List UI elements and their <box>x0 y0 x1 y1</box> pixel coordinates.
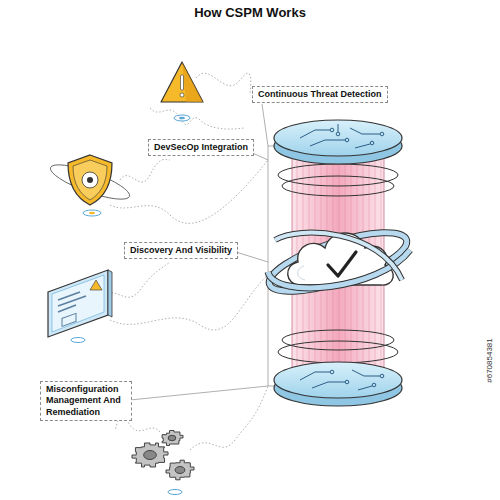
illustration-part <box>278 164 398 186</box>
illustration-part <box>282 176 394 196</box>
illustration-part <box>190 386 268 450</box>
illustration-part <box>83 210 101 216</box>
illustration-part <box>312 382 345 388</box>
illustration-part <box>179 117 185 119</box>
illustration-part <box>300 372 330 380</box>
illustration-part <box>130 386 268 400</box>
illustration-part <box>268 250 410 288</box>
label-box: Discovery And Visibility <box>124 242 238 259</box>
label-box: Misconfiguration Management And Remediat… <box>40 381 132 421</box>
illustration-part <box>274 120 402 156</box>
illustration-part <box>370 141 374 145</box>
illustration-part <box>175 467 185 474</box>
illustration-part <box>196 73 251 93</box>
illustration-part <box>275 233 402 280</box>
illustration-part <box>263 221 412 304</box>
label-text: Discovery And Visibility <box>130 245 232 256</box>
illustration-part <box>68 155 112 205</box>
illustration-part <box>110 160 268 223</box>
diagram-title: How CSPM Works <box>0 5 500 20</box>
illustration-part <box>174 115 190 121</box>
illustration-part <box>132 430 194 479</box>
illustration-part <box>132 443 168 467</box>
label-text: Continuous Threat Detection <box>258 89 382 100</box>
illustration-part <box>275 233 402 280</box>
illustration-part <box>47 158 133 206</box>
illustration-part <box>182 62 203 102</box>
illustration-part <box>82 172 98 188</box>
illustration-part <box>162 430 183 445</box>
illustration-part <box>268 250 410 288</box>
illustration-part <box>345 138 349 142</box>
label-box: Continuous Threat Detection <box>252 86 388 103</box>
illustration-part <box>300 130 330 138</box>
illustration-part <box>58 305 76 312</box>
illustration-part <box>263 221 412 304</box>
illustration-part <box>130 104 282 400</box>
illustration-part <box>236 252 268 262</box>
illustration-part <box>180 93 184 97</box>
illustration-part <box>380 132 384 136</box>
label-box: DevSecOp Integration <box>148 139 254 156</box>
illustration-part <box>330 370 334 374</box>
illustration-part <box>110 275 268 330</box>
illustration-part <box>330 128 334 132</box>
illustration-part <box>345 380 349 384</box>
illustration-part <box>90 280 102 290</box>
illustration-part <box>58 292 86 312</box>
illustration-part <box>300 370 384 390</box>
label-text: Misconfiguration Management And Remediat… <box>46 384 126 418</box>
illustration-part <box>181 75 184 90</box>
illustration-part <box>87 177 93 183</box>
illustration-part <box>52 275 104 332</box>
illustration-part <box>372 383 376 387</box>
illustration-part <box>161 62 203 102</box>
watermark-number: #670854381 <box>484 338 493 383</box>
illustration-part <box>73 160 107 200</box>
label-text: DevSecOp Integration <box>154 142 248 153</box>
illustration-part <box>144 451 157 460</box>
illustration-part <box>108 270 112 317</box>
illustration-part <box>350 128 380 134</box>
illustration-part <box>298 266 305 280</box>
illustration-part <box>262 104 268 146</box>
illustration-part <box>300 124 384 148</box>
illustration-part <box>278 341 398 363</box>
illustration-part <box>352 370 380 376</box>
illustration-part <box>358 386 372 390</box>
illustration-part <box>268 146 269 386</box>
illustration-part <box>336 132 340 136</box>
illustration-part <box>380 374 384 378</box>
illustration-part <box>71 338 85 343</box>
illustration-part <box>62 313 76 326</box>
illustration-part <box>168 435 176 441</box>
illustration-part <box>274 362 402 398</box>
illustration-part <box>328 252 356 276</box>
illustration-part <box>166 460 194 480</box>
illustration-part <box>282 330 394 350</box>
illustration-part <box>310 140 345 146</box>
illustration-part <box>150 108 244 129</box>
illustration-part <box>168 490 182 495</box>
illustration-part <box>120 159 170 182</box>
illustration-part <box>338 124 339 132</box>
illustration-part <box>48 270 108 337</box>
illustration-part <box>89 212 95 214</box>
illustration-part <box>355 144 370 148</box>
illustration-part <box>58 296 86 306</box>
